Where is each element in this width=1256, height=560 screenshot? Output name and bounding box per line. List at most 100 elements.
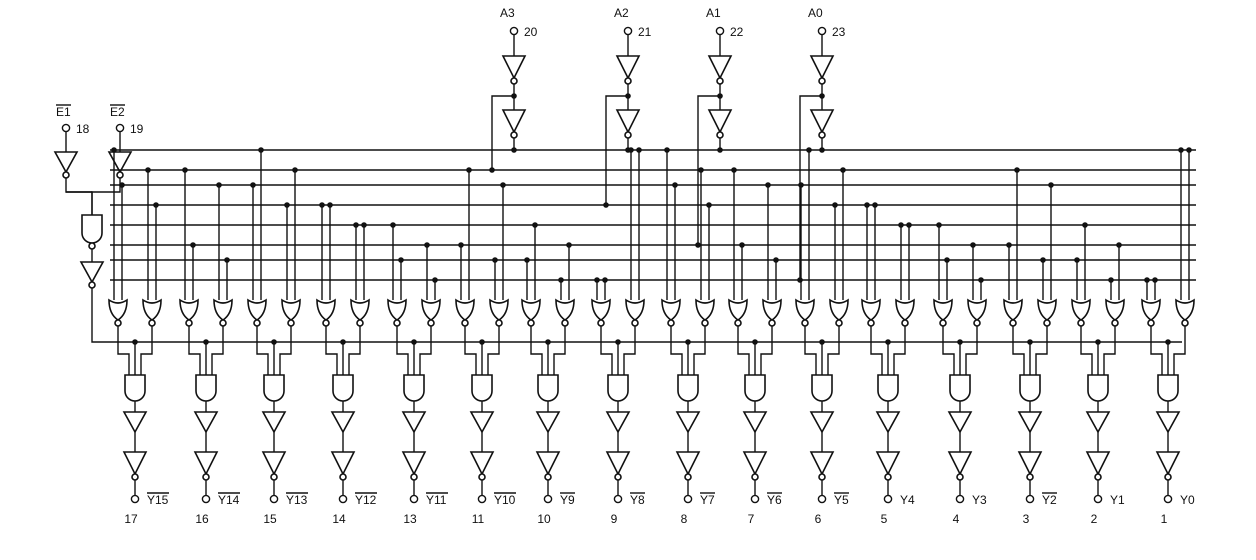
junction-dot <box>153 202 159 208</box>
inverter-gate <box>1155 451 1181 476</box>
junction-dot <box>594 277 600 283</box>
pin-terminal <box>338 494 348 504</box>
gate-output-wire <box>623 326 636 375</box>
junction-dot <box>500 182 506 188</box>
inversion-bubble <box>253 319 261 327</box>
inversion-bubble <box>624 131 632 139</box>
junction-dot <box>739 242 745 248</box>
pin-terminal <box>683 494 693 504</box>
inversion-bubble <box>624 77 632 85</box>
inverter-gate <box>947 451 973 476</box>
output-and-gate <box>744 374 766 402</box>
gate-output-wire <box>1012 326 1025 375</box>
junction-dot <box>424 242 430 248</box>
inverter-gate <box>675 451 701 476</box>
inversion-bubble <box>1181 319 1189 327</box>
inversion-bubble <box>410 473 418 481</box>
output-and-gate <box>1019 374 1041 402</box>
output-and-gate <box>471 374 493 402</box>
pin-terminal <box>715 26 725 36</box>
inversion-bubble <box>667 319 675 327</box>
gate-output-wire <box>804 326 817 375</box>
inversion-bubble <box>88 242 96 250</box>
decoder-column-7: Y89 <box>591 147 645 526</box>
nor-gate <box>861 298 881 321</box>
inversion-bubble <box>322 319 330 327</box>
decoder-column-8: Y78 <box>661 147 715 526</box>
junction-dot <box>672 182 678 188</box>
junction-dot <box>1152 277 1158 283</box>
junction-dot <box>361 222 367 228</box>
pin-terminal <box>130 494 140 504</box>
gate-output-wire <box>1173 326 1186 375</box>
pin-terminal <box>269 494 279 504</box>
inversion-bubble <box>561 319 569 327</box>
junction-dot <box>292 167 298 173</box>
address-input-label: A3 <box>500 6 515 20</box>
inverter-gate <box>53 151 79 174</box>
inversion-bubble <box>801 319 809 327</box>
junction-dot <box>840 167 846 173</box>
junction-dot <box>432 277 438 283</box>
inverter-gate <box>1017 451 1043 476</box>
nor-gate <box>489 298 509 321</box>
junction-dot <box>182 167 188 173</box>
pin-number: 5 <box>881 512 888 526</box>
nor-gate <box>1105 298 1125 321</box>
inverter-gate <box>107 151 133 174</box>
junction-dot <box>602 277 608 283</box>
inversion-bubble <box>835 319 843 327</box>
junction-dot <box>489 167 495 173</box>
junction-dot <box>898 222 904 228</box>
junction-dot <box>765 182 771 188</box>
pin-number: 19 <box>130 122 144 136</box>
junction-dot <box>832 202 838 208</box>
pin-terminal <box>509 26 519 36</box>
junction-dot <box>216 182 222 188</box>
gate-output-wire <box>487 326 500 375</box>
nor-gate <box>108 298 128 321</box>
junction-dot <box>532 222 538 228</box>
nor-gate <box>762 298 782 321</box>
inverter-gate <box>469 451 495 476</box>
pin-terminal <box>1163 494 1173 504</box>
output-label: Y0 <box>1180 493 1195 507</box>
nor-gate <box>1003 298 1023 321</box>
pin-terminal <box>61 123 71 133</box>
gate-output-wire <box>827 326 840 375</box>
output-label: Y8 <box>630 493 645 507</box>
inverter-gate <box>615 55 641 80</box>
inversion-bubble <box>478 473 486 481</box>
nor-gate <box>1175 298 1195 321</box>
junction-dot <box>731 167 737 173</box>
decoder-column-15: Y01 <box>1141 147 1195 526</box>
decoder-column-13: Y23 <box>1003 167 1057 526</box>
inverter-gate <box>261 451 287 476</box>
inversion-bubble <box>1077 319 1085 327</box>
inverter-gate <box>401 451 427 476</box>
junction-dot <box>353 222 359 228</box>
output-and-gate <box>263 374 285 402</box>
buffer-gate <box>535 411 561 434</box>
junction-dot <box>798 182 804 188</box>
nor-gate <box>179 298 199 321</box>
gate-output-wire <box>348 326 361 375</box>
pin-number: 22 <box>730 25 744 39</box>
junction-dot <box>819 147 825 153</box>
gate-output-wire <box>553 326 566 375</box>
enable-wire <box>91 178 121 215</box>
inverter-gate <box>501 109 527 134</box>
inversion-bubble <box>597 319 605 327</box>
output-and-gate <box>811 374 833 402</box>
junction-dot <box>936 222 942 228</box>
junction-dot <box>1178 147 1184 153</box>
pin-number: 3 <box>1023 512 1030 526</box>
address-input-label: A2 <box>614 6 629 20</box>
buffer-gate <box>469 411 495 434</box>
inverter-gate <box>809 55 835 80</box>
